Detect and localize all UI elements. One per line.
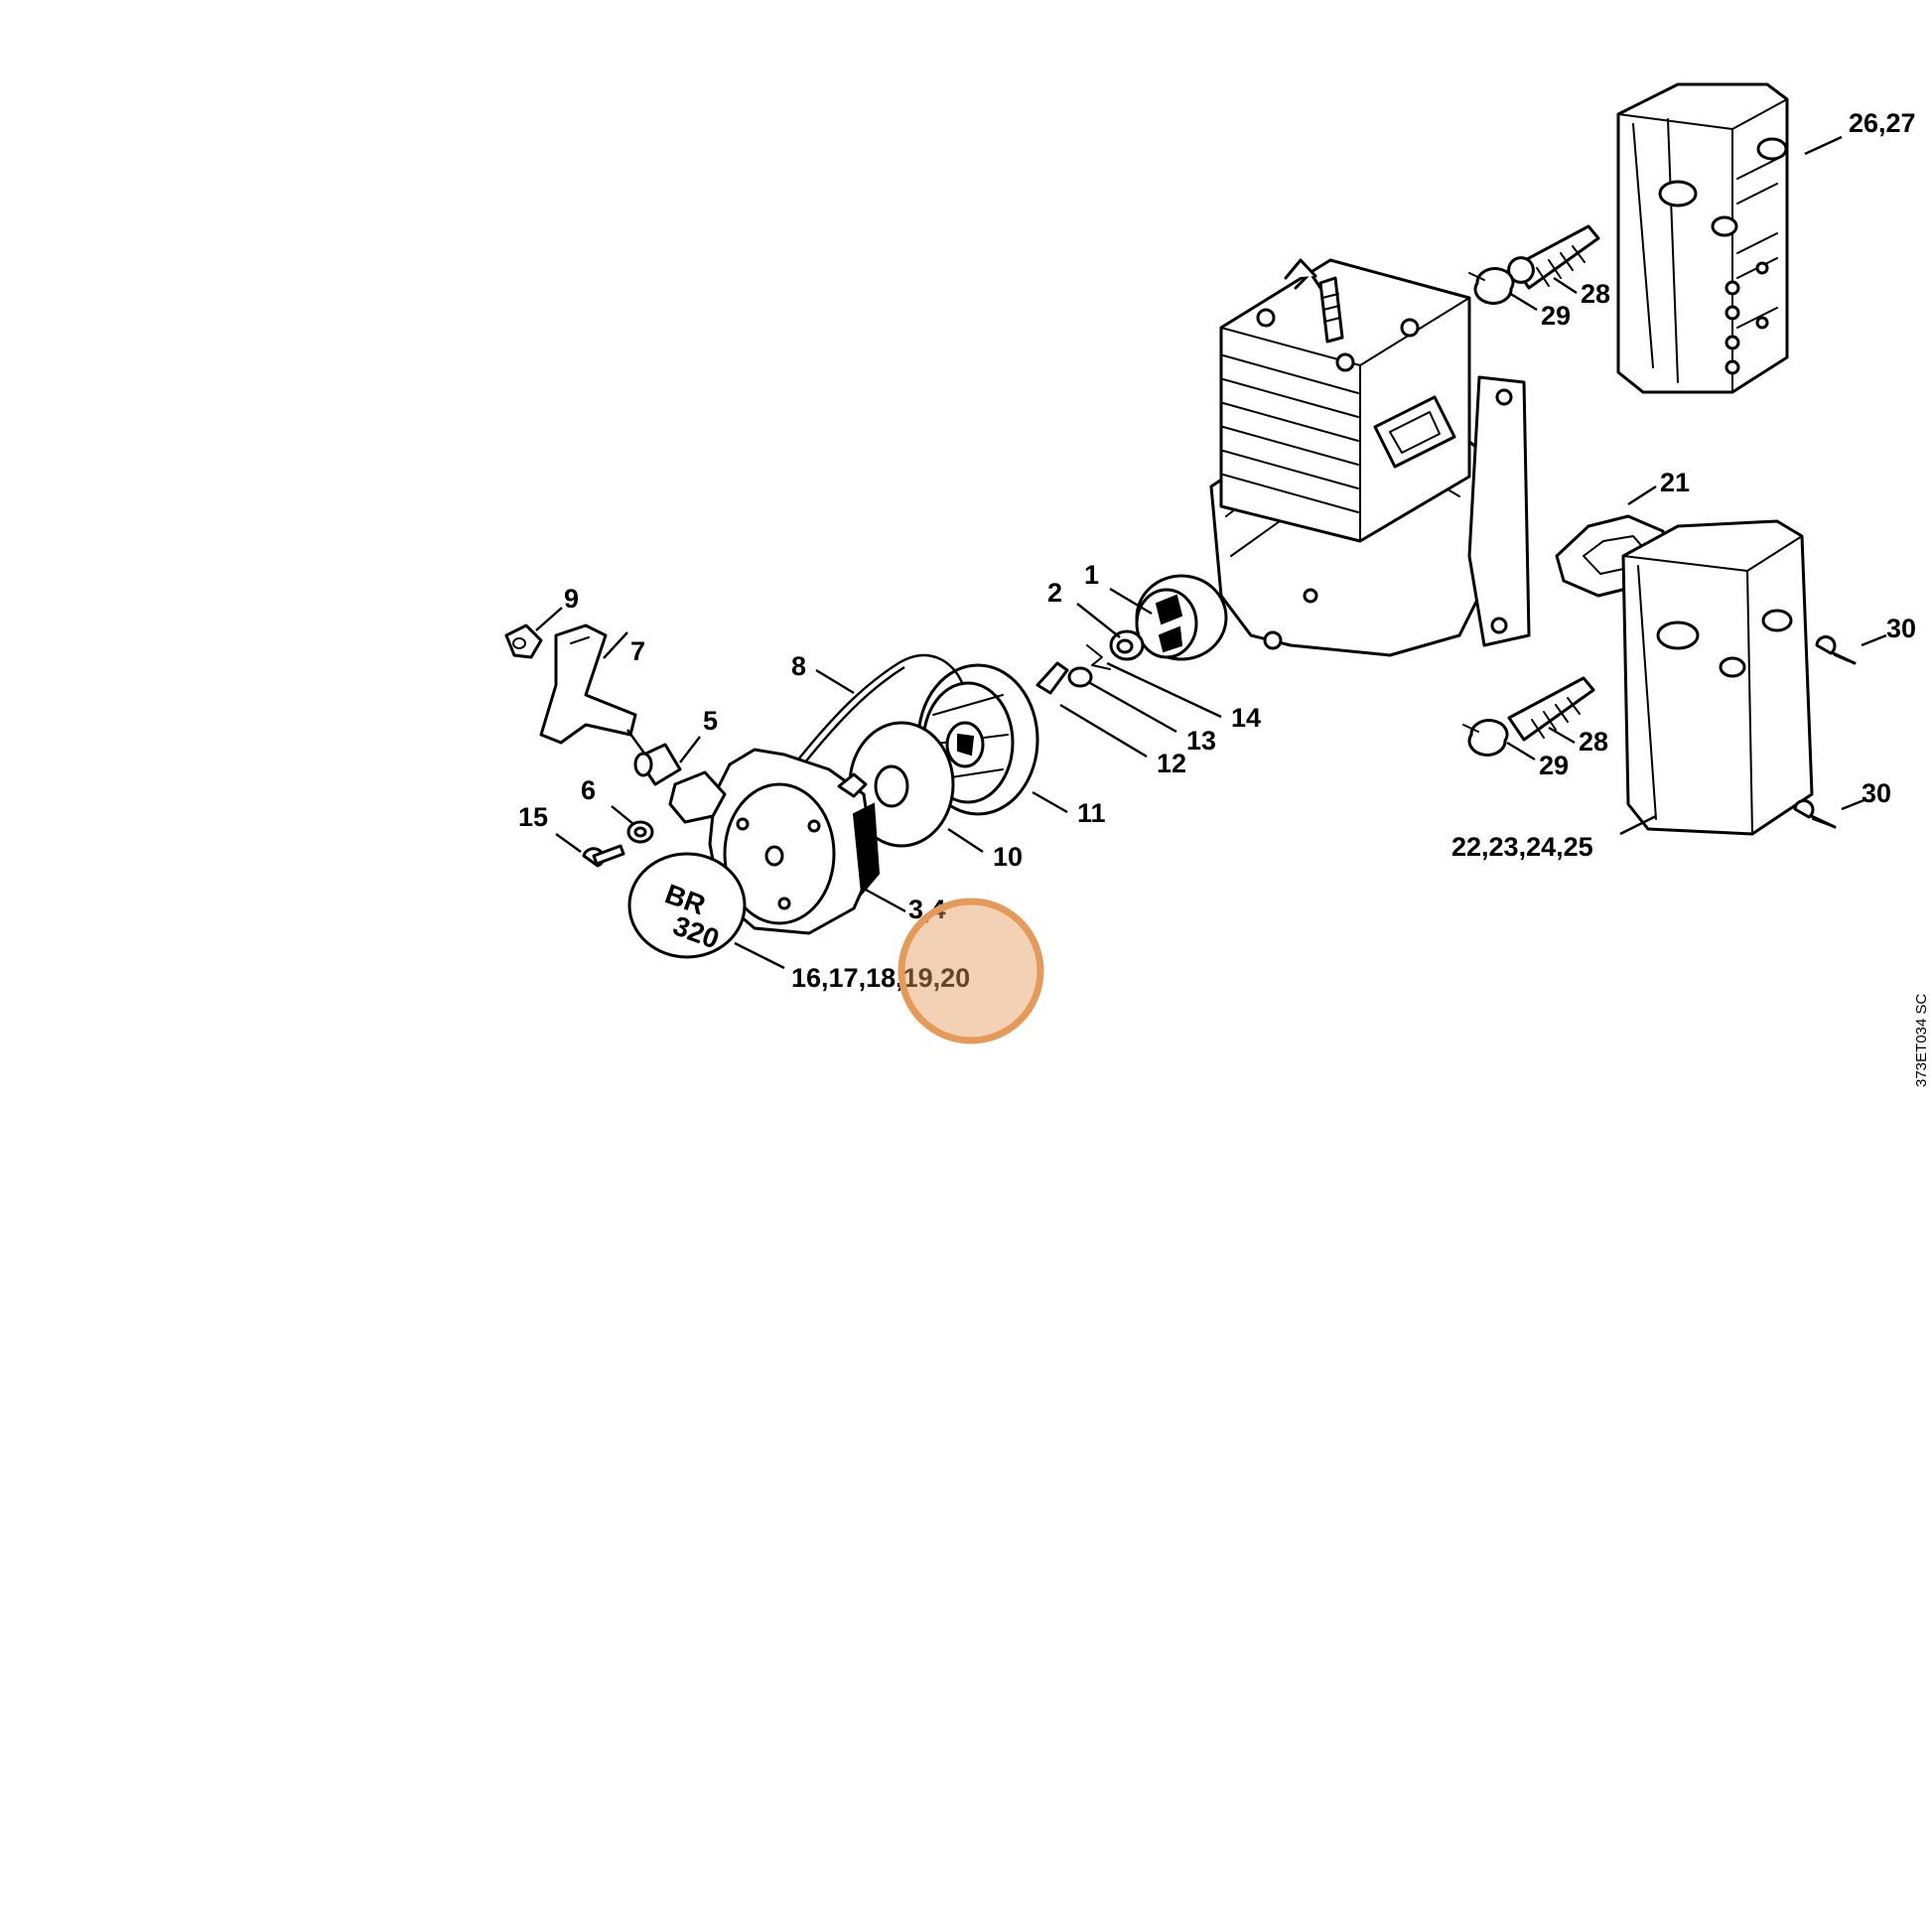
callout-12: 12 xyxy=(1157,749,1186,778)
callout-22-25: 22,23,24,25 xyxy=(1451,832,1593,862)
callout-30-upper: 30 xyxy=(1886,614,1916,643)
muffler-lower xyxy=(1621,519,1814,836)
callout-16-20: 16,17,18,19,20 xyxy=(791,963,970,993)
spacer-sleeve xyxy=(626,820,654,844)
callout-26-27: 26,27 xyxy=(1849,108,1916,138)
spark-arrest-screen-lower xyxy=(1462,676,1595,757)
cylinder-crankcase xyxy=(1209,258,1531,657)
rewind-spring xyxy=(848,721,955,848)
drawing-number: 373ET034 SC xyxy=(1913,994,1930,1087)
leader-lines xyxy=(535,135,1887,970)
screw-30-upper xyxy=(1815,635,1857,665)
starter-grip xyxy=(539,623,646,756)
fan-housing xyxy=(668,748,881,935)
screw-15 xyxy=(582,844,625,868)
callout-28-upper: 28 xyxy=(1581,279,1610,309)
screw-30-lower xyxy=(1793,799,1837,829)
callout-2: 2 xyxy=(1047,578,1062,608)
callout-11: 11 xyxy=(1077,798,1106,828)
callout-9: 9 xyxy=(564,584,579,614)
pawl xyxy=(1035,661,1069,695)
callout-28-lower: 28 xyxy=(1579,727,1608,757)
model-badge: BR 320 xyxy=(627,852,747,959)
callout-29-upper: 29 xyxy=(1541,301,1571,331)
callout-5: 5 xyxy=(703,706,718,736)
callout-7: 7 xyxy=(630,636,645,666)
rope-guide xyxy=(633,743,682,786)
spark-arrest-screen-upper xyxy=(1468,224,1600,305)
highlight-marker[interactable] xyxy=(897,897,1044,1044)
muffler-upper xyxy=(1616,82,1789,394)
starter-cup xyxy=(1135,574,1228,661)
washer xyxy=(1067,666,1093,688)
starter-rope xyxy=(793,653,965,769)
callout-15: 15 xyxy=(518,802,548,832)
rope-insert xyxy=(504,623,543,659)
callout-29-lower: 29 xyxy=(1539,751,1569,780)
callout-6: 6 xyxy=(581,775,596,805)
callout-10: 10 xyxy=(993,842,1023,872)
spring-clip xyxy=(1086,644,1111,670)
callout-1: 1 xyxy=(1084,560,1099,590)
callout-14: 14 xyxy=(1231,703,1261,733)
callout-30-lower: 30 xyxy=(1862,778,1891,808)
callout-13: 13 xyxy=(1186,726,1216,756)
callout-21: 21 xyxy=(1660,468,1690,497)
callout-8: 8 xyxy=(791,651,806,681)
nut xyxy=(1109,629,1145,661)
